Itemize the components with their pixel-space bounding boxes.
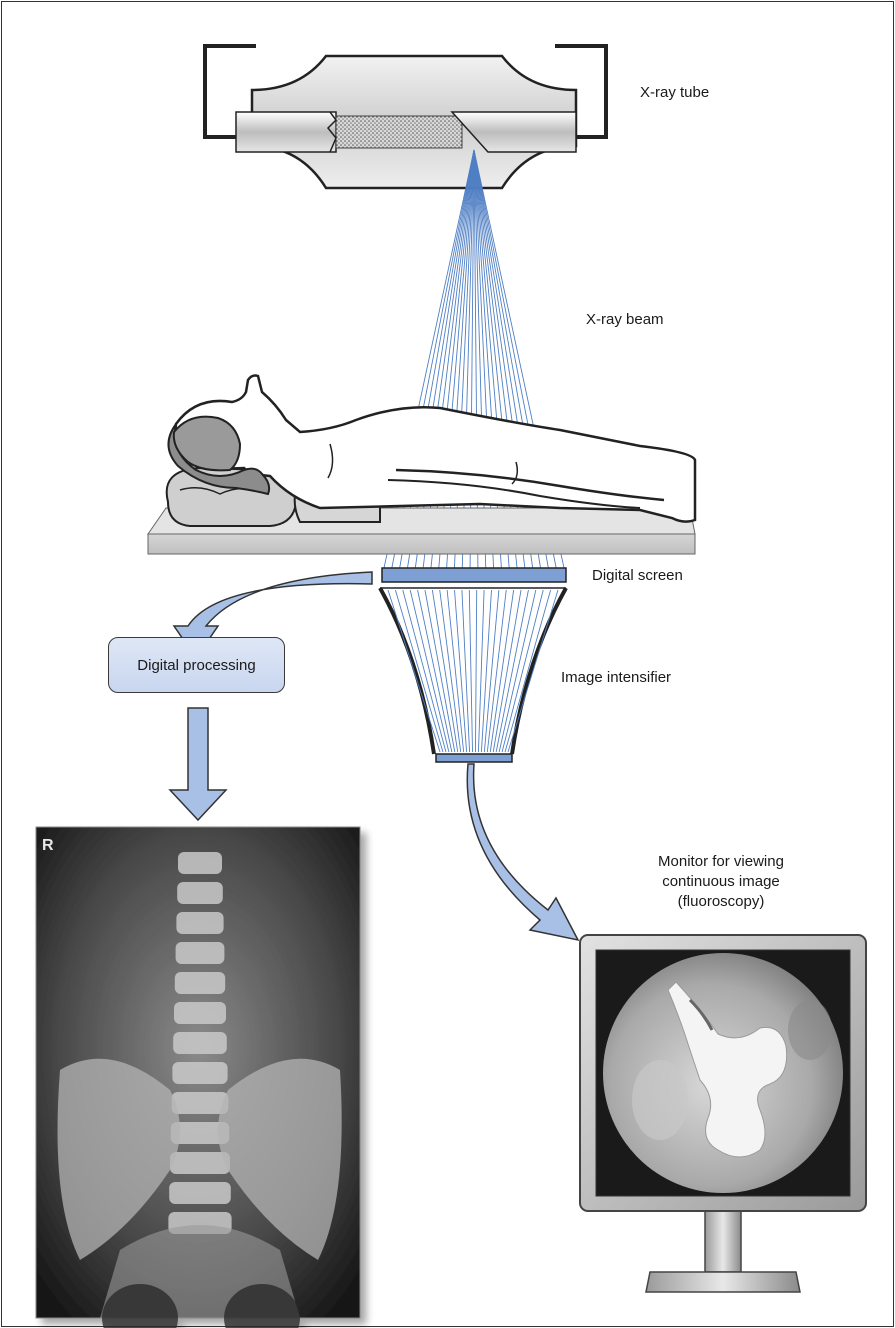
- monitor: [580, 935, 866, 1292]
- output-phosphor: [436, 754, 512, 762]
- vertebra: [177, 882, 223, 904]
- vertebra: [176, 912, 223, 934]
- vertebra: [175, 972, 225, 994]
- cathode-rod: [236, 112, 336, 152]
- label-digital-screen: Digital screen: [592, 567, 683, 584]
- intensifier-line: [455, 590, 467, 752]
- intensifier-line: [469, 590, 472, 752]
- monitor-stand: [705, 1208, 741, 1272]
- arrow-to-radiograph: [170, 708, 226, 820]
- vertebra: [178, 852, 222, 874]
- radiograph-marker: R: [42, 837, 54, 854]
- electron-stream: [336, 116, 462, 148]
- label-xray-tube: X-ray tube: [640, 84, 709, 101]
- label-monitor: Monitor for viewing continuous image (fl…: [626, 852, 816, 912]
- label-image-intensifier: Image intensifier: [561, 669, 671, 686]
- intensifier-line: [475, 590, 476, 752]
- vertebra: [170, 1152, 230, 1174]
- intensifier-line: [490, 590, 513, 752]
- image-intensifier: [380, 588, 566, 762]
- arrow-to-monitor: [467, 764, 578, 940]
- intensifier-line: [508, 590, 558, 752]
- vertebra: [176, 942, 225, 964]
- vertebra: [169, 1182, 231, 1204]
- vertebra: [174, 1002, 226, 1024]
- vertebra: [173, 1032, 227, 1054]
- intensifier-line: [418, 590, 452, 752]
- intensifier-line: [462, 590, 470, 752]
- intensifier-line: [447, 590, 464, 752]
- radiograph-image: R: [36, 827, 360, 1328]
- vertebra: [172, 1062, 227, 1084]
- label-xray-beam: X-ray beam: [586, 311, 664, 328]
- label-digital-processing: Digital processing: [137, 657, 255, 674]
- digital-processing-box: Digital processing: [108, 637, 285, 693]
- vertebra: [172, 1092, 229, 1114]
- digital-screen-plate: [382, 568, 566, 582]
- fluoroscopy-image: [603, 953, 843, 1193]
- intensifier-line: [388, 590, 440, 752]
- monitor-base: [646, 1272, 800, 1292]
- xray-tube: [205, 46, 606, 188]
- intensifier-line: [502, 590, 543, 752]
